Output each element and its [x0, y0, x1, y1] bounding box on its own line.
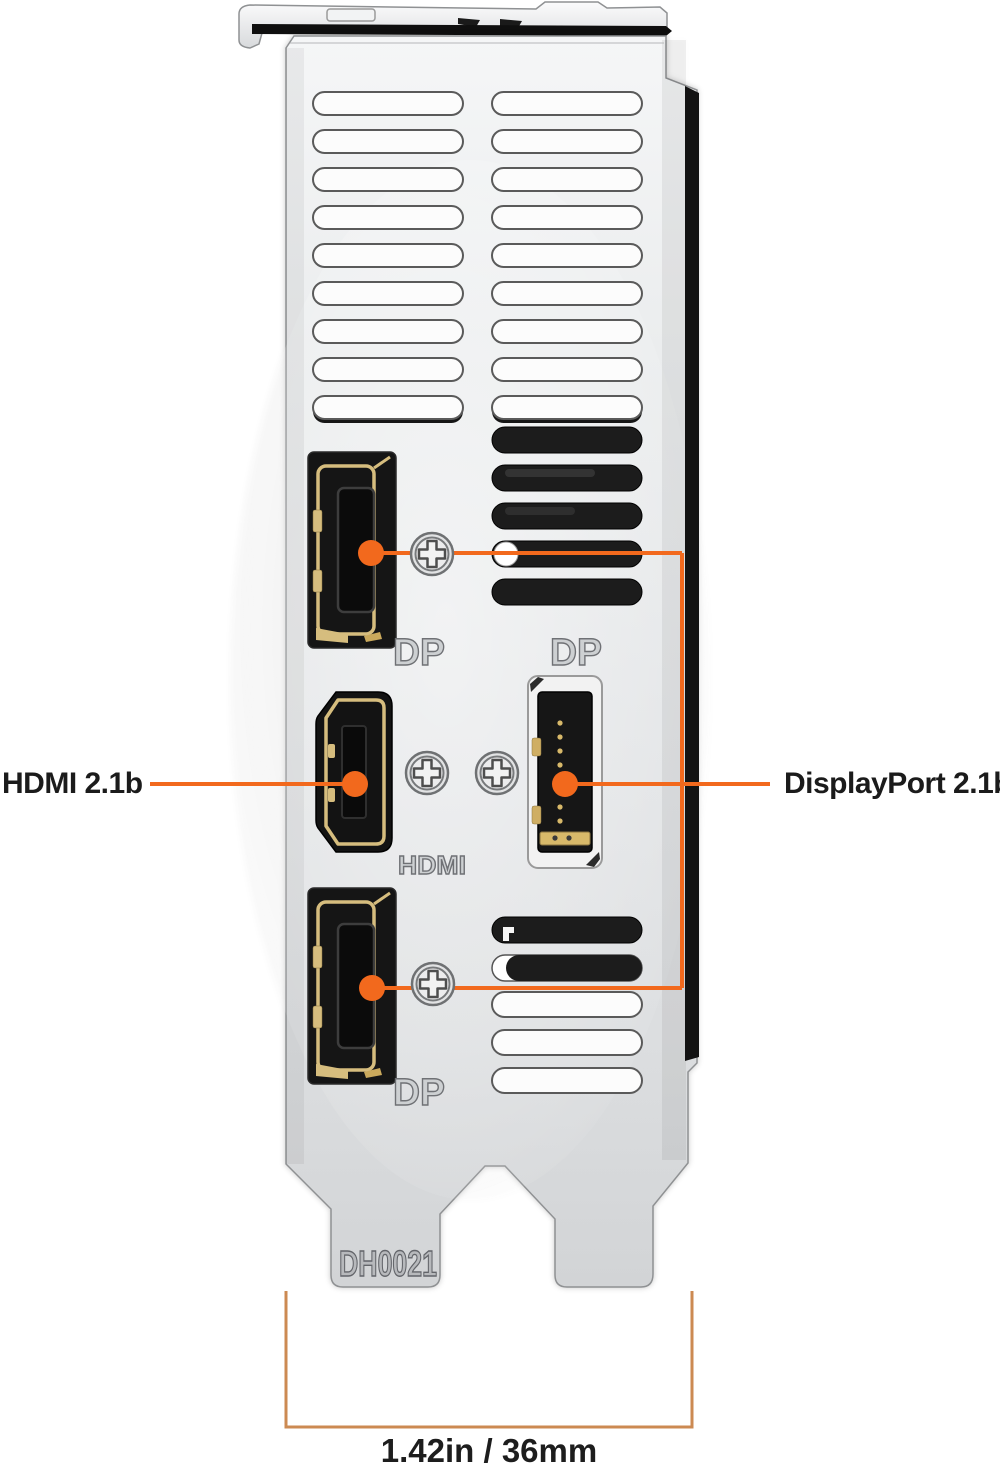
dp-bottom-callout-dot	[359, 975, 385, 1001]
phillips-screw-icon	[410, 961, 456, 1007]
dp-bottom-label: DP	[393, 1072, 445, 1114]
vent-slot	[312, 243, 464, 268]
slot-highlight	[505, 469, 595, 477]
vent-slot	[312, 357, 464, 382]
vent-slot-open	[491, 916, 643, 944]
vent-slot	[491, 205, 643, 230]
vent-slot	[491, 129, 643, 154]
vent-slot	[312, 319, 464, 344]
vent-slot	[312, 129, 464, 154]
hdmi-callout-dot	[342, 771, 368, 797]
vent-slot	[491, 1067, 643, 1094]
dp-top-label: DP	[393, 632, 445, 674]
phillips-screw-icon	[474, 750, 520, 796]
vent-slots-open-upper	[491, 426, 643, 606]
vent-slots-lower	[491, 916, 643, 1094]
vent-slot	[312, 395, 464, 420]
embossed-labels: DP DP HDMI DP DH0021	[338, 631, 602, 1284]
vent-slot	[491, 243, 643, 268]
vent-slot-open	[491, 502, 643, 530]
dimension-bracket	[284, 1291, 694, 1429]
tab-slot-mark	[458, 18, 480, 27]
vent-slot	[491, 991, 643, 1018]
phillips-screw-icon	[409, 531, 455, 577]
edge-shading-left	[286, 48, 304, 1164]
vent-slot	[491, 319, 643, 344]
vent-slot-open	[506, 955, 642, 981]
dp-top-callout-dot	[358, 540, 384, 566]
vent-slot	[491, 281, 643, 306]
vent-slot-open	[491, 464, 643, 492]
vent-slot	[312, 205, 464, 230]
vent-slots-upper	[312, 91, 643, 423]
tab-lip	[326, 8, 376, 22]
tab-shadow-strip	[252, 24, 672, 36]
vent-slot-open	[491, 426, 643, 454]
displayport-top-icon	[307, 451, 397, 649]
hdmi-callout-label: HDMI 2.1b	[2, 767, 143, 800]
card-edge-strip	[685, 86, 699, 1061]
vent-slot	[491, 395, 643, 420]
displayport-callout-dot	[552, 771, 578, 797]
vent-slot	[491, 1029, 643, 1056]
vent-slot	[312, 91, 464, 116]
screws	[404, 531, 520, 1007]
vent-slot	[491, 91, 643, 116]
bracket-engraving: DH0021	[339, 1243, 437, 1284]
bracket-mounting-tab	[238, 1, 672, 49]
dp-middle-label: DP	[550, 632, 602, 674]
vent-slot	[491, 167, 643, 192]
slot-highlight	[505, 507, 575, 515]
vent-slot	[491, 357, 643, 382]
slot-reflection	[503, 927, 514, 941]
vent-slot	[312, 167, 464, 192]
vent-slot-open	[491, 578, 643, 606]
hdmi-port-label: HDMI	[398, 850, 466, 880]
displayport-callout-label: DisplayPort 2.1b	[784, 767, 1000, 800]
callout-dots	[342, 540, 578, 1001]
vent-slot	[312, 281, 464, 306]
phillips-screw-icon	[404, 750, 450, 796]
displayport-bottom-icon	[307, 887, 397, 1085]
width-dimension-label: 1.42in / 36mm	[380, 1432, 598, 1468]
